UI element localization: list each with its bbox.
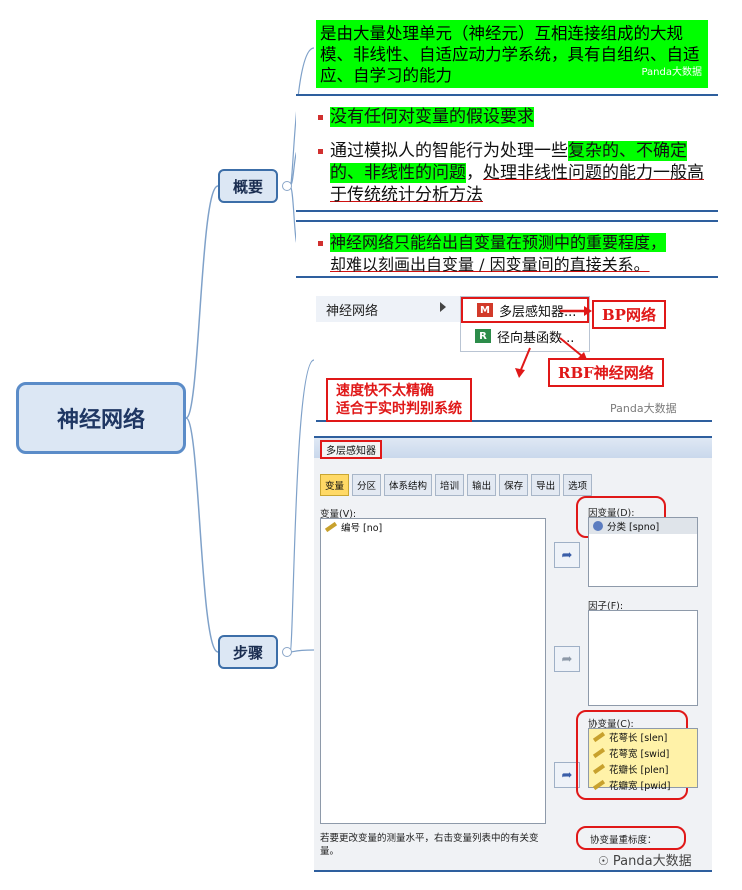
- submenu-arrow-icon: [440, 302, 446, 312]
- watermark-text: Panda大数据: [610, 402, 677, 415]
- tab-export[interactable]: 导出: [531, 474, 561, 496]
- list-item[interactable]: 分类 [spno]: [589, 518, 697, 534]
- annotation-speed: 速度快不太精确 适合于实时判别系统: [326, 378, 472, 422]
- factors-list[interactable]: [588, 610, 698, 706]
- tab-architecture[interactable]: 体系结构: [384, 474, 433, 496]
- definition-text: 是由大量处理单元（神经元）互相连接组成的大规模、非线性、自适应动力学系统，具有自…: [320, 24, 700, 85]
- root-node-label: 神经网络: [56, 408, 145, 433]
- annotation-bp: BP网络: [592, 300, 666, 329]
- annotation-text: 速度快不太精确: [336, 383, 434, 399]
- tab-training[interactable]: 培训: [435, 474, 465, 496]
- annotation-text: 适合于实时判别系统: [336, 401, 462, 417]
- disadvantage-card: 神经网络只能给出自变量在预测中的重要程度， 却难以刻画出自变量 / 因变量间的直…: [296, 220, 718, 278]
- menu-item-label: 径向基函数...: [497, 330, 575, 346]
- variables-list[interactable]: 编号 [no]: [320, 518, 546, 824]
- list-item[interactable]: 编号 [no]: [321, 519, 545, 535]
- tab-variables[interactable]: 变量: [320, 474, 350, 496]
- rescale-label: 协变量重标度：: [590, 835, 657, 846]
- move-to-covariates-button[interactable]: ➦: [554, 762, 580, 788]
- highlight-oval: [576, 826, 686, 850]
- dependent-label: 因变量(D):: [588, 508, 635, 519]
- tab-save[interactable]: 保存: [499, 474, 529, 496]
- advantage-item: 没有任何对变量的假设要求: [316, 106, 710, 128]
- nominal-variable-icon: [593, 521, 603, 531]
- underlined-text: 处理非线性问题的能力一般高于传统统计分析方法: [330, 163, 704, 205]
- menu-item-mlp[interactable]: M 多层感知器...: [461, 297, 589, 323]
- list-item[interactable]: 花萼宽 [swid]: [589, 745, 697, 761]
- menu-item-neural-network[interactable]: 神经网络: [316, 296, 460, 322]
- watermark: Panda大数据: [610, 400, 677, 416]
- advantages-card: 没有任何对变量的假设要求 通过模拟人的智能行为处理一些复杂的、不确定的、非线性的…: [296, 94, 718, 212]
- list-item-label: 分类 [spno]: [607, 522, 660, 533]
- rbf-icon: R: [475, 329, 491, 343]
- disadvantage-item: 神经网络只能给出自变量在预测中的重要程度， 却难以刻画出自变量 / 因变量间的直…: [316, 232, 710, 276]
- mlp-icon: M: [477, 303, 493, 317]
- list-item-label: 编号 [no]: [341, 523, 383, 534]
- watermark-text: Panda大数据: [612, 854, 692, 869]
- move-to-dependent-button[interactable]: ➦: [554, 542, 580, 568]
- watermark: Panda大数据: [641, 67, 702, 78]
- factors-label: 因子(F):: [588, 601, 624, 612]
- menu-item-rbf[interactable]: R 径向基函数...: [461, 323, 589, 349]
- move-to-factors-button[interactable]: ➦: [554, 646, 580, 672]
- covariates-label: 协变量(C):: [588, 719, 634, 730]
- collapse-toggle-icon[interactable]: [282, 181, 292, 191]
- underlined-text: 却难以刻画出自变量 / 因变量间的直接关系。: [330, 255, 650, 274]
- menu-item-label: 多层感知器...: [499, 304, 577, 320]
- list-item[interactable]: 花瓣长 [plen]: [589, 761, 697, 777]
- advantage-text: 通过模拟人的智能行为处理一些: [330, 141, 568, 161]
- watermark: ☉ Panda大数据: [598, 850, 692, 869]
- branch-node-label: 概要: [232, 177, 263, 196]
- list-item[interactable]: 花瓣宽 [pwid]: [589, 777, 697, 793]
- advantage-text: ，: [466, 163, 483, 183]
- annotation-rbf: RBF神经网络: [548, 358, 664, 387]
- list-item-label: 花瓣长 [plen]: [609, 765, 669, 776]
- scale-variable-icon: [324, 521, 338, 533]
- list-item-label: 花瓣宽 [pwid]: [609, 781, 671, 792]
- branch-node-label: 步骤: [232, 643, 263, 662]
- definition-box: 是由大量处理单元（神经元）互相连接组成的大规模、非线性、自适应动力学系统，具有自…: [316, 20, 708, 88]
- annotation-text: BP网络: [602, 306, 656, 324]
- highlight-text: 神经网络只能给出自变量在预测中的重要程度，: [330, 233, 667, 252]
- scale-variable-icon: [592, 731, 606, 743]
- annotation-text: RBF神经网络: [558, 364, 654, 382]
- collapse-toggle-icon[interactable]: [282, 647, 292, 657]
- scale-variable-icon: [592, 763, 606, 775]
- dialog-tabs: 变量 分区 体系结构 培训 输出 保存 导出 选项: [320, 474, 593, 496]
- menu-item-label: 神经网络: [326, 304, 379, 319]
- dependent-list[interactable]: 分类 [spno]: [588, 517, 698, 587]
- branch-node-overview[interactable]: 概要: [218, 169, 278, 203]
- dialog-title-text: 多层感知器: [326, 446, 376, 457]
- branch-node-steps[interactable]: 步骤: [218, 635, 278, 669]
- advantage-text: 没有任何对变量的假设要求: [330, 107, 534, 127]
- list-item[interactable]: 花萼长 [slen]: [589, 729, 697, 745]
- scale-variable-icon: [592, 779, 606, 791]
- tab-options[interactable]: 选项: [563, 474, 593, 496]
- submenu: M 多层感知器... R 径向基函数...: [460, 296, 590, 352]
- variables-label: 变量(V):: [320, 509, 357, 520]
- hint-text: 若要更改变量的测量水平，右击变量列表中的有关变量。: [320, 833, 539, 857]
- tab-output[interactable]: 输出: [467, 474, 497, 496]
- dialog-title: 多层感知器: [320, 440, 382, 459]
- scale-variable-icon: [592, 747, 606, 759]
- list-item-label: 花萼长 [slen]: [609, 733, 668, 744]
- dialog-titlebar: [314, 438, 712, 458]
- tab-partition[interactable]: 分区: [352, 474, 382, 496]
- root-node[interactable]: 神经网络: [16, 382, 186, 454]
- advantage-item: 通过模拟人的智能行为处理一些复杂的、不确定的、非线性的问题，处理非线性问题的能力…: [316, 140, 710, 206]
- wechat-icon: ☉: [598, 854, 609, 868]
- covariates-list[interactable]: 花萼长 [slen] 花萼宽 [swid] 花瓣长 [plen] 花瓣宽 [pw…: [588, 728, 698, 792]
- list-item-label: 花萼宽 [swid]: [609, 749, 670, 760]
